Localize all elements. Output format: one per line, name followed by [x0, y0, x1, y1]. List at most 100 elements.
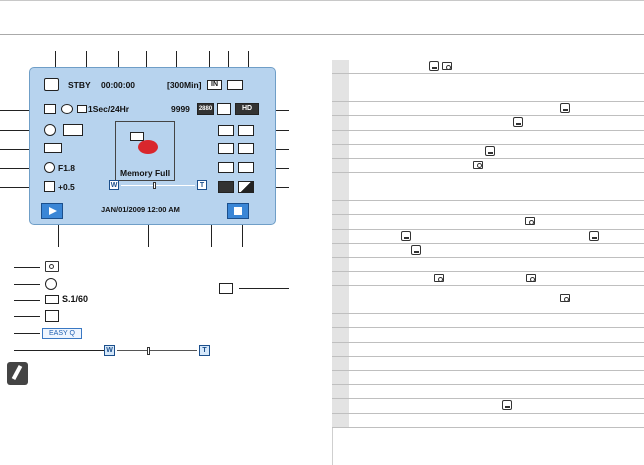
- shutter-frame-text: 1Sec/24Hr: [88, 104, 130, 114]
- legend-zoom-w: W: [104, 345, 115, 356]
- callout-line: [276, 187, 289, 188]
- callout-line: [0, 130, 29, 131]
- legend-line: [14, 300, 40, 301]
- scene-mode-icon: [44, 104, 56, 114]
- callout-line: [276, 130, 289, 131]
- video-mode-icon: [589, 230, 599, 241]
- backlight-icon: [218, 143, 234, 154]
- ae-icon: [63, 124, 83, 136]
- photo-mode-icon: [525, 217, 535, 226]
- table-row: [332, 130, 644, 145]
- legend-line: [14, 284, 40, 285]
- callout-line: [276, 149, 289, 150]
- video-mode-icon: [513, 117, 523, 128]
- video-mode-icon: [485, 145, 495, 156]
- table-row: [332, 371, 644, 386]
- table-row: [332, 413, 644, 428]
- exposure-text: +0.5: [58, 182, 75, 192]
- recording-mode-icon: [218, 162, 234, 173]
- memory-camera-icon: [130, 132, 144, 141]
- legend-line: [14, 316, 40, 317]
- table-row: [332, 399, 644, 414]
- table-row: [332, 60, 644, 75]
- photo-count-text: 9999: [171, 104, 190, 114]
- battery-icon: [227, 80, 243, 90]
- callout-line: [276, 168, 289, 169]
- resolution-badge: 2880: [197, 103, 214, 115]
- table-row: [332, 201, 644, 216]
- video-mode-icon: [560, 103, 570, 114]
- portrait-icon: [238, 143, 254, 154]
- video-mode-icon: [502, 400, 512, 411]
- callout-line: [118, 51, 119, 67]
- photo-mode-icon: [560, 294, 570, 303]
- callout-line: [242, 225, 243, 247]
- legend-line: [239, 288, 289, 289]
- callout-line: [148, 225, 149, 247]
- header-rule: [0, 0, 644, 1]
- photo-mode-icon: [442, 62, 452, 70]
- memory-full-text: Memory Full: [120, 168, 171, 178]
- table-row: [332, 257, 644, 273]
- table-row: [332, 328, 644, 343]
- video-camera-icon: [44, 78, 59, 91]
- callout-line: [211, 225, 212, 247]
- callout-line: [86, 51, 87, 67]
- table-row: [332, 229, 644, 244]
- legend-zoom-knob: [147, 347, 150, 355]
- note-icon: [7, 362, 28, 385]
- legend-line: [14, 333, 40, 334]
- play-icon: [41, 203, 63, 219]
- legend-zoom-t: T: [199, 345, 210, 356]
- shutter-icon: [77, 105, 87, 113]
- legend-zoom-track: [117, 350, 197, 351]
- table-row: [332, 102, 644, 117]
- contrast-icon: [238, 181, 254, 193]
- callout-line: [248, 51, 249, 67]
- callout-line: [0, 149, 29, 150]
- table-row: [332, 356, 644, 371]
- lcd-zoom-bar: W T: [109, 180, 207, 191]
- table-row: [332, 144, 644, 159]
- callout-line: [276, 110, 289, 111]
- timecode-text: 00:00:00: [101, 80, 136, 90]
- camera-icon: [45, 261, 59, 272]
- shutter-speed-text: S.1/60: [62, 294, 89, 304]
- status-text: STBY: [68, 80, 91, 90]
- table-row: [332, 286, 644, 315]
- hd-badge: HD: [235, 103, 259, 115]
- callout-line: [176, 51, 177, 67]
- no-anti-shake-icon: [45, 278, 57, 290]
- legend-zoom-bar: W T: [104, 345, 210, 357]
- easy-q-badge: EASY Q: [42, 328, 82, 339]
- iris-icon: [44, 162, 55, 173]
- callout-line: [58, 225, 59, 247]
- quality-icon: [217, 103, 231, 115]
- self-timer-icon: [45, 310, 59, 322]
- callout-line: [146, 51, 147, 67]
- callout-line: [55, 51, 56, 67]
- callout-line: [0, 168, 29, 169]
- video-mode-icon: [411, 244, 421, 255]
- zoom-track: [121, 185, 195, 186]
- exposure-icon: [44, 181, 55, 192]
- legend-line: [14, 267, 40, 268]
- face-detect-icon: [61, 104, 73, 114]
- memory-full-blob: [138, 140, 158, 154]
- video-mode-icon: [401, 230, 411, 241]
- aperture-text: F1.8: [58, 163, 76, 173]
- table-row: [332, 215, 644, 230]
- size-badge: [218, 181, 234, 193]
- callout-line: [0, 187, 29, 188]
- header-underline: [0, 34, 644, 35]
- date-time-text: JAN/01/2009 12:00 AM: [101, 205, 180, 214]
- table-row: [332, 116, 644, 131]
- manual-focus-icon: [44, 143, 62, 153]
- description-table: [332, 60, 644, 428]
- stabilizer-icon: [218, 125, 234, 136]
- zoom-w-label: W: [109, 180, 119, 190]
- table-row: [332, 272, 644, 287]
- photo-mode-icon: [434, 274, 444, 283]
- white-balance-icon: [44, 124, 56, 136]
- table-row: [332, 342, 644, 357]
